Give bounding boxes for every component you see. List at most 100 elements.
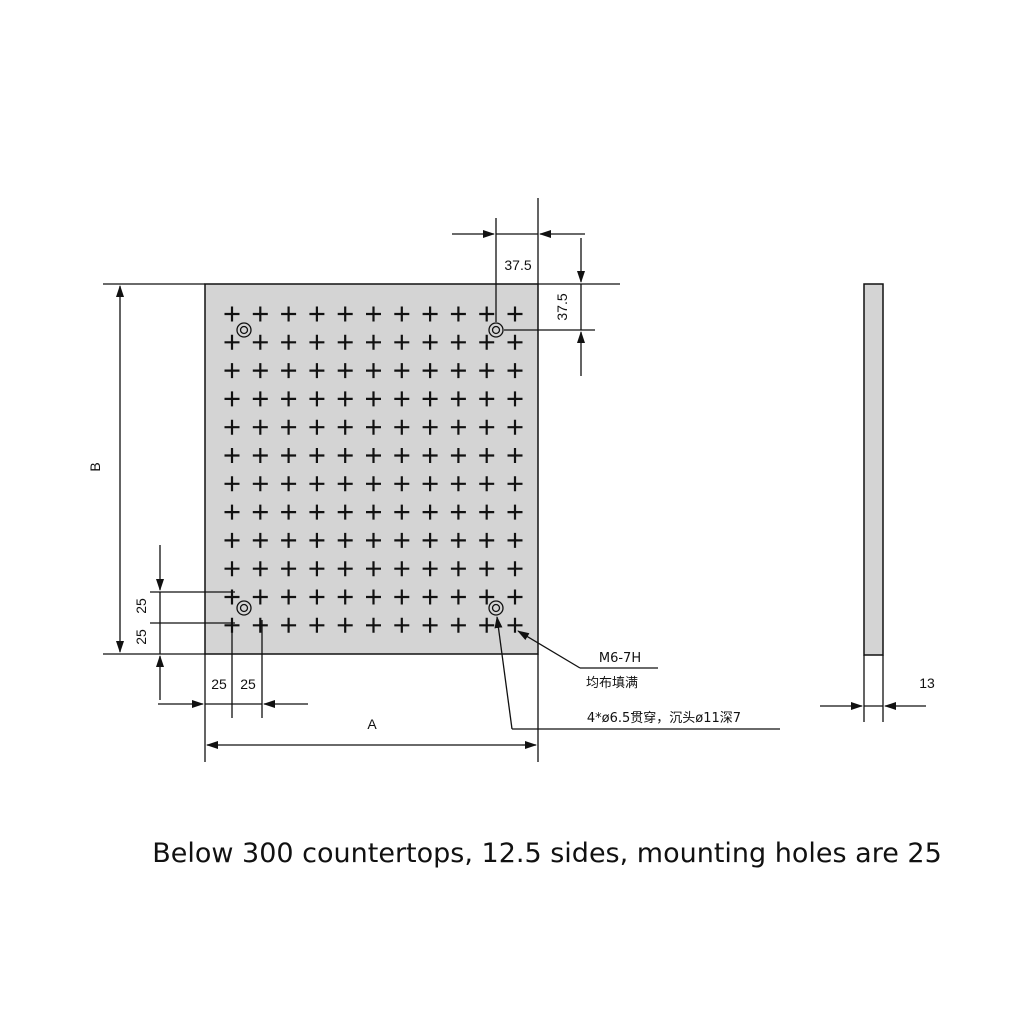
threaded-hole-mark	[507, 532, 523, 548]
threaded-hole-mark	[394, 334, 410, 350]
threaded-hole-mark	[422, 476, 438, 492]
dimension-top-horizontal	[452, 198, 585, 322]
threaded-hole-mark	[507, 476, 523, 492]
threaded-hole-mark	[507, 306, 523, 322]
threaded-hole-mark	[224, 363, 240, 379]
plate-side-view	[863, 283, 884, 656]
threaded-hole-mark	[366, 448, 381, 463]
threaded-hole-mark	[252, 391, 268, 407]
threaded-hole-mark	[479, 476, 495, 492]
threaded-hole-mark	[366, 419, 381, 435]
threaded-hole-mark	[479, 391, 495, 407]
threaded-hole-mark	[479, 448, 495, 463]
threaded-hole-mark	[281, 532, 297, 548]
threaded-hole-mark	[507, 504, 523, 520]
threaded-hole-mark	[450, 589, 466, 605]
threaded-hole-mark	[309, 306, 325, 322]
dimension-a-label: A	[367, 716, 377, 732]
threaded-hole-mark	[224, 504, 240, 520]
dimension-thickness-label: 13	[919, 675, 935, 691]
threaded-hole-mark	[394, 448, 410, 463]
threaded-hole-mark	[252, 363, 268, 379]
threaded-hole-mark	[224, 532, 240, 548]
threaded-hole-mark	[224, 334, 240, 350]
threaded-hole-mark	[337, 306, 353, 322]
threaded-hole-mark	[224, 306, 240, 322]
threaded-hole-mark	[366, 504, 381, 520]
threaded-hole-mark	[450, 617, 466, 633]
threaded-hole-mark	[394, 504, 410, 520]
thread-fill-label: 均布填满	[586, 676, 638, 691]
threaded-hole-mark	[309, 476, 325, 492]
threaded-hole-mark	[422, 561, 438, 577]
threaded-hole-mark	[366, 532, 381, 548]
threaded-hole-mark	[422, 363, 438, 379]
threaded-hole-mark	[422, 532, 438, 548]
threaded-hole-mark	[394, 561, 410, 577]
threaded-hole-mark	[281, 306, 297, 322]
threaded-hole-mark	[252, 476, 268, 492]
threaded-hole-mark	[281, 363, 297, 379]
threaded-hole-mark	[366, 617, 381, 633]
threaded-hole-mark	[252, 419, 268, 435]
threaded-hole-mark	[309, 504, 325, 520]
threaded-hole-mark	[422, 334, 438, 350]
threaded-hole-mark	[507, 589, 523, 605]
threaded-hole-mark	[281, 448, 297, 463]
threaded-hole-mark	[422, 504, 438, 520]
threaded-hole-mark	[450, 532, 466, 548]
threaded-hole-mark	[281, 419, 297, 435]
threaded-hole-mark	[309, 419, 325, 435]
threaded-hole-mark	[252, 504, 268, 520]
mounting-hole	[236, 322, 252, 338]
threaded-hole-mark	[224, 448, 240, 463]
threaded-hole-mark	[394, 363, 410, 379]
threaded-hole-grid	[224, 306, 523, 633]
mounting-hole	[488, 322, 504, 338]
threaded-hole-mark	[507, 419, 523, 435]
threaded-hole-mark	[281, 476, 297, 492]
threaded-hole-mark	[337, 532, 353, 548]
threaded-hole-mark	[309, 363, 325, 379]
threaded-hole-mark	[422, 448, 438, 463]
threaded-hole-mark	[252, 532, 268, 548]
threaded-hole-mark	[224, 419, 240, 435]
dimension-bottom-right-label: 25	[240, 676, 256, 692]
threaded-hole-mark	[252, 334, 268, 350]
threaded-hole-mark	[422, 589, 438, 605]
threaded-hole-mark	[337, 448, 353, 463]
threaded-hole-mark	[479, 419, 495, 435]
dimension-b	[103, 283, 205, 655]
threaded-hole-mark	[394, 306, 410, 322]
threaded-hole-mark	[366, 476, 381, 492]
threaded-hole-mark	[394, 391, 410, 407]
threaded-hole-mark	[281, 504, 297, 520]
threaded-hole-mark	[252, 306, 268, 322]
threaded-hole-mark	[281, 617, 297, 633]
threaded-hole-mark	[366, 363, 381, 379]
leader-thread-spec	[517, 630, 658, 669]
leader-mounting-holes	[494, 616, 780, 730]
threaded-hole-mark	[507, 617, 523, 633]
threaded-hole-mark	[507, 363, 523, 379]
dimension-thickness	[820, 655, 926, 722]
thread-spec-label: M6-7H	[599, 651, 641, 666]
threaded-hole-mark	[450, 419, 466, 435]
threaded-hole-mark	[224, 476, 240, 492]
threaded-hole-mark	[252, 448, 268, 463]
threaded-hole-mark	[337, 363, 353, 379]
threaded-hole-mark	[224, 391, 240, 407]
threaded-hole-mark	[479, 504, 495, 520]
threaded-hole-mark	[394, 419, 410, 435]
threaded-hole-mark	[479, 617, 495, 633]
threaded-hole-mark	[281, 391, 297, 407]
dimension-left-upper-label: 25	[133, 598, 149, 614]
threaded-hole-mark	[450, 448, 466, 463]
threaded-hole-mark	[337, 589, 353, 605]
threaded-hole-mark	[394, 589, 410, 605]
threaded-hole-mark	[394, 532, 410, 548]
threaded-hole-mark	[366, 561, 381, 577]
threaded-hole-mark	[479, 334, 495, 350]
threaded-hole-mark	[366, 589, 381, 605]
dimension-bottom-left	[158, 620, 308, 762]
